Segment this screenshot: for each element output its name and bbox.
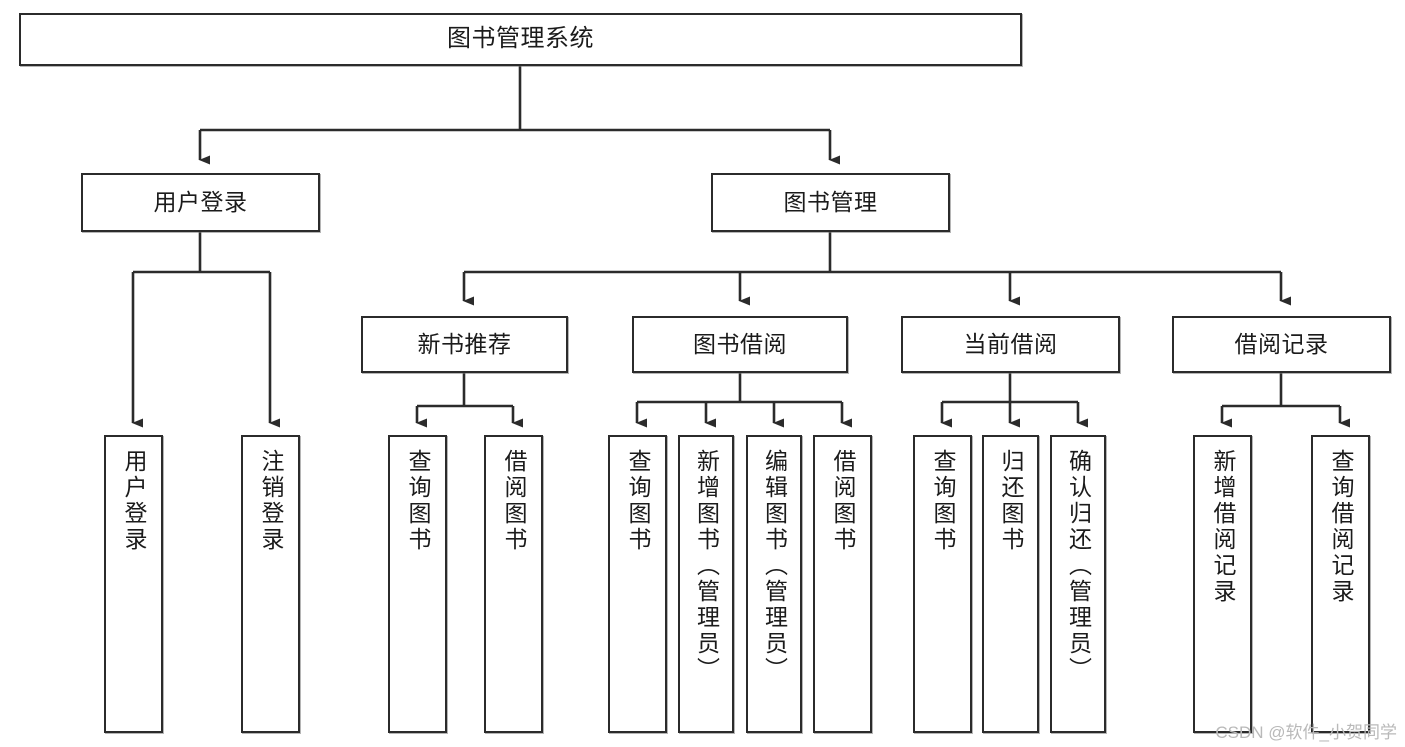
node-leaf-borrow-book-recommendation[interactable]: 借阅图书: [484, 435, 543, 733]
node-label: 借阅图书: [830, 449, 856, 553]
node-label: 用户登录: [121, 449, 147, 553]
node-label: 编辑图书（管理员）: [761, 449, 788, 683]
node-new-book-recommendation[interactable]: 新书推荐: [361, 316, 568, 373]
node-label: 归还图书: [998, 449, 1024, 553]
node-borrowing-record[interactable]: 借阅记录: [1172, 316, 1391, 373]
csdn-watermark: CSDN @软件_小贺同学: [1215, 723, 1397, 742]
node-leaf-return-book[interactable]: 归还图书: [982, 435, 1039, 733]
node-book-borrowing[interactable]: 图书借阅: [632, 316, 848, 373]
node-label: 注销登录: [258, 449, 284, 553]
node-user-login[interactable]: 用户登录: [81, 173, 320, 232]
node-label: 图书管理系统: [447, 25, 594, 53]
node-label: 新增借阅记录: [1210, 449, 1236, 605]
node-label: 查询图书: [930, 449, 956, 553]
node-leaf-user-login[interactable]: 用户登录: [104, 435, 163, 733]
node-label: 查询图书: [405, 449, 431, 553]
node-label: 图书借阅: [693, 330, 787, 357]
node-book-management[interactable]: 图书管理: [711, 173, 950, 232]
node-leaf-confirm-return-admin[interactable]: 确认归还（管理员）: [1050, 435, 1106, 733]
node-leaf-logout[interactable]: 注销登录: [241, 435, 300, 733]
node-label: 确认归还（管理员）: [1065, 449, 1092, 683]
node-label: 新增图书（管理员）: [693, 449, 720, 683]
node-leaf-add-borrow-record[interactable]: 新增借阅记录: [1193, 435, 1252, 733]
node-label: 借阅记录: [1234, 330, 1329, 357]
node-label: 借阅图书: [501, 449, 527, 553]
node-root-book-management-system[interactable]: 图书管理系统: [19, 13, 1022, 66]
node-current-borrowing[interactable]: 当前借阅: [901, 316, 1120, 373]
node-leaf-query-book-recommendation[interactable]: 查询图书: [388, 435, 447, 733]
node-label: 新书推荐: [417, 330, 512, 357]
node-label: 查询图书: [625, 449, 651, 553]
node-leaf-query-book-borrowing[interactable]: 查询图书: [608, 435, 667, 733]
node-leaf-query-borrow-record[interactable]: 查询借阅记录: [1311, 435, 1370, 733]
node-label: 用户登录: [153, 188, 248, 215]
node-label: 当前借阅: [963, 330, 1058, 357]
node-leaf-add-book-admin[interactable]: 新增图书（管理员）: [678, 435, 734, 733]
node-leaf-borrow-book-borrowing[interactable]: 借阅图书: [813, 435, 872, 733]
node-leaf-edit-book-admin[interactable]: 编辑图书（管理员）: [746, 435, 802, 733]
node-label: 查询借阅记录: [1328, 449, 1354, 605]
node-leaf-query-book-current[interactable]: 查询图书: [913, 435, 972, 733]
node-label: 图书管理: [783, 188, 878, 215]
